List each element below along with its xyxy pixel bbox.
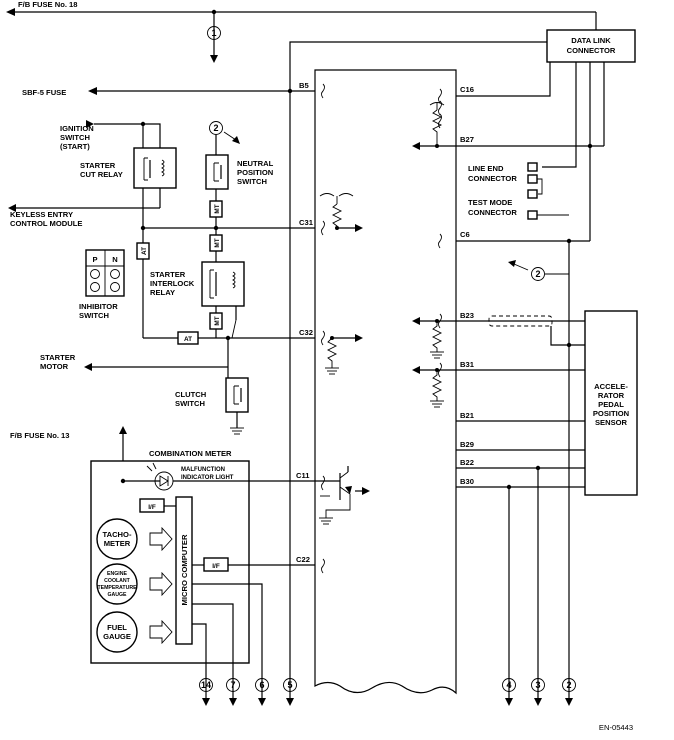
svg-text:INDICATOR LIGHT: INDICATOR LIGHT: [181, 475, 234, 481]
svg-text:POSITION: POSITION: [237, 168, 273, 177]
svg-text:RATOR: RATOR: [598, 391, 625, 400]
svg-text:IGNITION: IGNITION: [60, 124, 94, 133]
svg-text:COMBINATION METER: COMBINATION METER: [149, 449, 232, 458]
svg-text:MALFUNCTION: MALFUNCTION: [181, 467, 225, 473]
svg-text:1: 1: [211, 28, 216, 38]
svg-text:B30: B30: [460, 477, 474, 486]
svg-text:PEDAL: PEDAL: [598, 400, 624, 409]
svg-text:2: 2: [535, 269, 540, 279]
test-mode-label: TEST MODE: [468, 198, 512, 207]
svg-text:SWITCH: SWITCH: [60, 133, 90, 142]
tachometer-gauge: [96, 518, 138, 560]
fb-fuse-18-label: F/B FUSE No. 18: [18, 0, 78, 9]
svg-text:I/F: I/F: [148, 504, 156, 511]
svg-text:ACCELE-: ACCELE-: [594, 382, 628, 391]
svg-text:GAUGE: GAUGE: [107, 592, 127, 598]
fuel-gauge: [96, 611, 138, 653]
svg-text:SWITCH: SWITCH: [79, 311, 109, 320]
svg-text:MT: MT: [214, 204, 221, 213]
svg-text:C22: C22: [296, 555, 310, 564]
svg-text:2: 2: [213, 123, 218, 133]
svg-text:ENGINE: ENGINE: [107, 571, 127, 577]
svg-text:B31: B31: [460, 360, 475, 369]
svg-text:SENSOR: SENSOR: [595, 418, 628, 427]
coolant-gauge: [96, 563, 138, 605]
svg-text:B21: B21: [460, 411, 475, 420]
svg-text:14: 14: [201, 680, 211, 690]
svg-text:SWITCH: SWITCH: [175, 399, 205, 408]
neutral-position-switch: [205, 154, 229, 190]
svg-text:N: N: [112, 255, 117, 264]
svg-text:C31: C31: [299, 218, 314, 227]
svg-text:STARTER: STARTER: [80, 161, 116, 170]
starter-cut-relay: [133, 147, 177, 189]
svg-text:STARTER: STARTER: [40, 353, 76, 362]
svg-text:C11: C11: [296, 471, 310, 480]
svg-text:6: 6: [259, 680, 264, 690]
svg-text:2: 2: [566, 680, 571, 690]
svg-text:B27: B27: [460, 135, 474, 144]
svg-text:7: 7: [230, 680, 235, 690]
clutch-switch: [225, 377, 249, 413]
svg-text:INHIBITOR: INHIBITOR: [79, 302, 118, 311]
svg-text:3: 3: [535, 680, 540, 690]
svg-text:C6: C6: [460, 230, 470, 239]
data-link-connector: [546, 29, 636, 63]
svg-text:CONNECTOR: CONNECTOR: [567, 46, 616, 55]
svg-text:TACHO-: TACHO-: [103, 530, 132, 539]
svg-text:B23: B23: [460, 311, 474, 320]
svg-text:FUEL: FUEL: [107, 623, 127, 632]
svg-text:CONNECTOR: CONNECTOR: [468, 174, 517, 183]
svg-text:4: 4: [506, 680, 511, 690]
svg-text:B5: B5: [299, 81, 309, 90]
svg-text:INTERLOCK: INTERLOCK: [150, 279, 195, 288]
svg-text:CONNECTOR: CONNECTOR: [468, 208, 517, 217]
svg-text:(START): (START): [60, 142, 90, 151]
svg-text:POSITION: POSITION: [593, 409, 629, 418]
svg-text:NEUTRAL: NEUTRAL: [237, 159, 274, 168]
micro-computer: [175, 496, 193, 645]
svg-text:MICRO COMPUTER: MICRO COMPUTER: [180, 534, 189, 605]
svg-text:TEMPERATURE: TEMPERATURE: [97, 585, 137, 591]
svg-text:CONTROL MODULE: CONTROL MODULE: [10, 219, 82, 228]
svg-text:METER: METER: [104, 539, 131, 548]
svg-text:MOTOR: MOTOR: [40, 362, 69, 371]
figure-code: EN-05443: [599, 723, 633, 732]
svg-text:MT: MT: [214, 238, 221, 247]
accelerator-pedal-sensor: [584, 310, 638, 496]
svg-text:B29: B29: [460, 440, 474, 449]
svg-text:5: 5: [287, 680, 292, 690]
svg-text:SWITCH: SWITCH: [237, 177, 267, 186]
line-end-label: LINE END: [468, 164, 504, 173]
svg-text:I/F: I/F: [212, 563, 220, 570]
ecm-outline: [314, 69, 457, 695]
svg-text:STARTER: STARTER: [150, 270, 186, 279]
svg-text:AT: AT: [184, 336, 192, 343]
svg-text:GAUGE: GAUGE: [103, 632, 131, 641]
ref-marker-1-top: [207, 26, 221, 40]
fb-fuse-13-label: F/B FUSE No. 13: [10, 431, 70, 440]
svg-text:B22: B22: [460, 458, 474, 467]
svg-text:AT: AT: [141, 247, 148, 255]
svg-text:MT: MT: [214, 316, 221, 325]
svg-text:P: P: [92, 255, 97, 264]
svg-text:C16: C16: [460, 85, 474, 94]
svg-text:KEYLESS ENTRY: KEYLESS ENTRY: [10, 210, 73, 219]
svg-text:CLUTCH: CLUTCH: [175, 390, 206, 399]
svg-text:C32: C32: [299, 328, 313, 337]
starter-interlock-relay: [201, 261, 245, 307]
svg-text:RELAY: RELAY: [150, 288, 175, 297]
svg-text:DATA LINK: DATA LINK: [571, 36, 611, 45]
sbf5-fuse-label: SBF-5 FUSE: [22, 88, 66, 97]
svg-text:CUT RELAY: CUT RELAY: [80, 170, 123, 179]
svg-text:COOLANT: COOLANT: [104, 578, 130, 584]
